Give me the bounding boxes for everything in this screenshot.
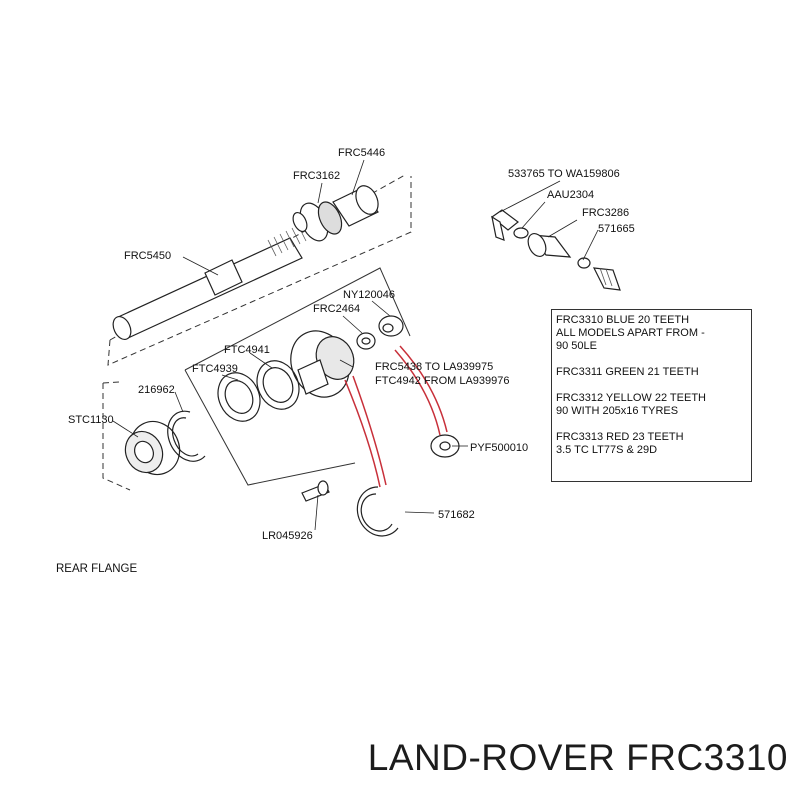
sleeve-frc3162 [292,201,343,242]
shaft-frc5450 [112,224,307,340]
washer-frc2464 [356,332,376,350]
label-frc5438: FRC5438 TO LA939975 [375,361,493,373]
flange [290,330,355,398]
label-aau2304: AAU2304 [547,189,594,201]
label-571682: 571682 [438,509,475,521]
note-line: 3.5 TC LT77S & 29D [556,444,658,456]
label-stc1130: STC1130 [68,414,114,426]
note-line: ALL MODELS APART FROM - [556,327,705,339]
circlip-571682 [356,486,399,537]
seal-ftc4939 [217,372,261,422]
part-labels: FRC5446 FRC3162 FRC5450 533765 TO WA1598… [68,147,635,542]
label-frc3162: FRC3162 [293,170,340,182]
circlip-216962 [167,410,206,462]
washer-pyf500010 [430,434,460,458]
label-ftc4939: FTC4939 [192,363,238,375]
label-ftc4942: FTC4942 FROM LA939976 [375,375,510,387]
note-line: FRC3310 BLUE 20 TEETH [556,314,690,326]
label-frc5450: FRC5450 [124,250,171,262]
bolt-lr045926 [301,480,330,502]
seal-ftc4941 [256,360,300,410]
note-line: FRC3311 GREEN 21 TEETH [556,366,699,378]
pinion-assembly [491,209,621,291]
red-assembly-lines [344,345,448,488]
teeth-notes-box: FRC3310 BLUE 20 TEETH ALL MODELS APART F… [551,309,752,482]
note-line: FRC3313 RED 23 TEETH [556,431,684,443]
label-frc5446: FRC5446 [338,147,385,159]
leader-lines [112,159,599,531]
label-533765: 533765 TO WA159806 [508,168,620,180]
cover-frc5446 [332,185,379,227]
label-ftc4941: FTC4941 [224,344,270,356]
label-frc2464: FRC2464 [313,303,360,315]
note-spacer [556,353,751,366]
label-frc3286: FRC3286 [582,207,629,219]
note-spacer [556,379,751,392]
nut-ny120046 [378,315,404,337]
diagram-caption: REAR FLANGE [56,563,138,575]
note-spacer [556,418,751,431]
note-line: FRC3312 YELLOW 22 TEETH [556,392,706,404]
label-ny120046: NY120046 [343,289,395,301]
label-571665: 571665 [598,223,635,235]
brand-title: LAND-ROVER FRC3310 [367,737,788,778]
solid-frame-flange [184,267,411,486]
note-line: 90 WITH 205x16 TYRES [556,405,679,417]
dashed-frame-flange [102,381,131,491]
label-lr045926: LR045926 [262,530,313,542]
label-pyf500010: PYF500010 [470,442,528,454]
label-216962: 216962 [138,384,175,396]
note-line: 90 50LE [556,340,597,352]
